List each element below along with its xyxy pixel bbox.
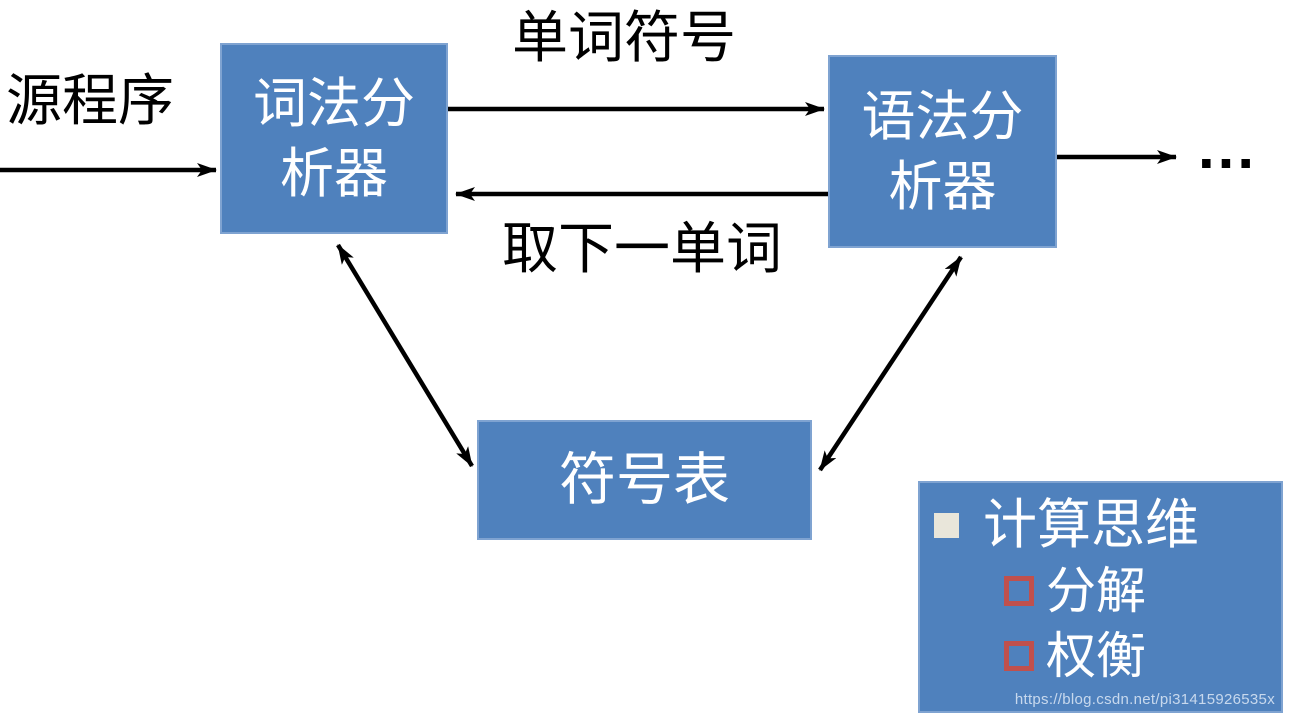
- token-symbol-label: 单词符号: [512, 6, 736, 69]
- get-next-token-label: 取下一单词: [502, 217, 782, 280]
- lexical-analyzer-label-line1: 词法分: [253, 73, 415, 134]
- note-title-label: 计算思维: [983, 495, 1199, 555]
- symbol-table-label: 符号表: [559, 448, 730, 512]
- note-item-tradeoff: 权衡: [1004, 627, 1281, 684]
- lexer-symboltable-arrow: [336, 243, 474, 468]
- source-program-label: 源程序: [6, 69, 174, 132]
- parser-symboltable-arrow: [818, 255, 963, 472]
- square-bullet-icon: [934, 512, 959, 538]
- note-item-label: 分解: [1046, 562, 1146, 619]
- hollow-square-bullet-icon: [1004, 576, 1034, 607]
- continuation-ellipsis-label: ...: [1198, 114, 1258, 181]
- syntax-analyzer-label-line1: 语法分: [861, 86, 1024, 147]
- watermark-url: https://blog.csdn.net/pi31415926535x: [1014, 691, 1275, 708]
- lexical-analyzer-label-line2: 析器: [280, 143, 388, 204]
- computational-thinking-note-box: 计算思维 分解 权衡 https://blog.csdn.net/pi31415…: [918, 481, 1283, 713]
- syntax-analyzer-label-line2: 析器: [888, 156, 997, 217]
- syntax-analyzer-node: 语法分 析器: [828, 55, 1057, 248]
- note-item-label: 权衡: [1046, 627, 1146, 684]
- lexical-analyzer-node: 词法分 析器: [220, 43, 448, 234]
- note-title-row: 计算思维: [934, 497, 1281, 554]
- symbol-table-node: 符号表: [477, 420, 812, 540]
- hollow-square-bullet-icon: [1004, 641, 1034, 672]
- note-item-decomposition: 分解: [1004, 562, 1281, 619]
